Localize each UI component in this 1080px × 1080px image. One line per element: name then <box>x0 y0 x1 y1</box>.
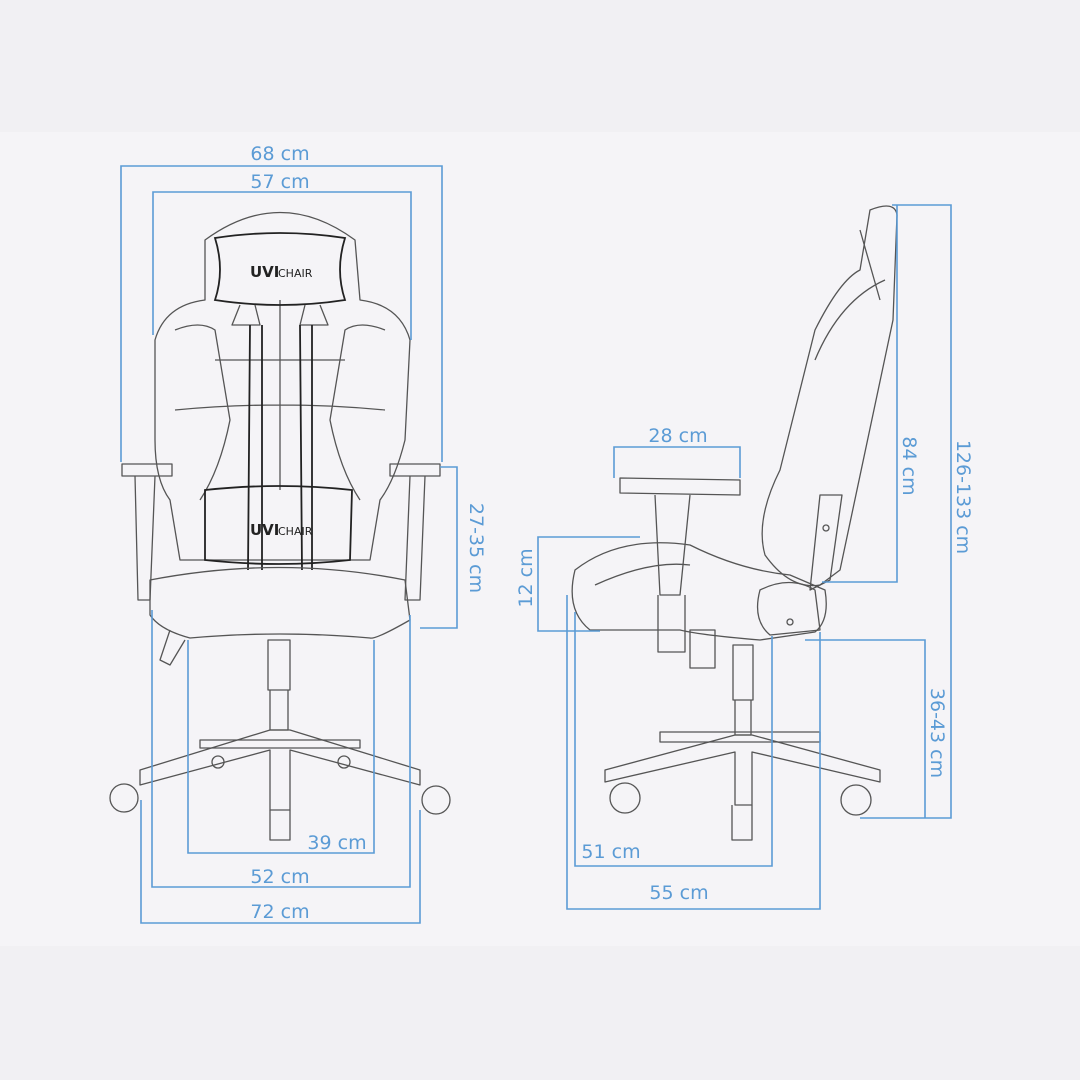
headrest-logo-mark: UVI <box>250 263 279 281</box>
front-dimension-lines <box>120 165 458 924</box>
diagram-panel <box>0 132 1080 946</box>
seat-height-label: 36-43 cm <box>926 688 948 778</box>
seat-depth-label: 51 cm <box>581 841 640 863</box>
base-depth-label: 55 cm <box>649 882 708 904</box>
backrest-width-label: 57 cm <box>250 171 309 193</box>
backrest-height-label: 84 cm <box>898 436 920 495</box>
headrest-logo-word: CHAIR <box>278 267 313 280</box>
overall-width-label: 68 cm <box>250 143 309 165</box>
front-view-chair <box>109 211 451 841</box>
lumbar-logo-mark: UVI <box>250 521 279 539</box>
armrest-length-label: 28 cm <box>648 425 707 447</box>
base-width-label: 72 cm <box>250 901 309 923</box>
seat-width-label: 39 cm <box>307 832 366 854</box>
armrest-height-label: 27-35 cm <box>465 503 487 593</box>
side-dimension-lines <box>537 204 952 910</box>
total-height-label: 126-133 cm <box>952 440 974 554</box>
seat-frame-width-label: 52 cm <box>250 866 309 888</box>
side-view-chair <box>571 205 898 841</box>
seat-cushion-height-label: 12 cm <box>515 548 537 607</box>
lumbar-logo-word: CHAIR <box>278 525 313 538</box>
